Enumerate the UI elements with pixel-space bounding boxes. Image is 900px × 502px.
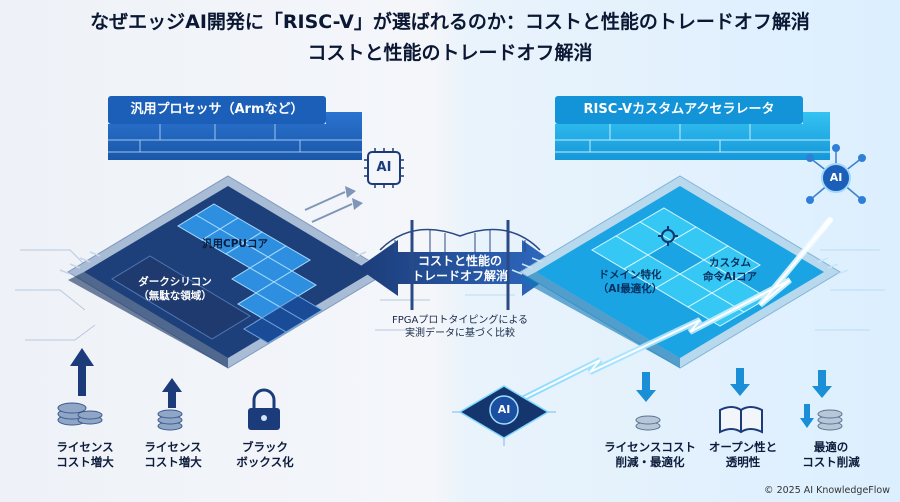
left-ai-badge: AI: [376, 160, 392, 175]
open-book-icon: [719, 368, 763, 434]
main-title: なぜエッジAI開発に「RISC-V」が選ばれるのか：コストと性能のトレードオフ解…: [90, 11, 810, 33]
dark-silicon-label: ダークシリコン （無駄な領域）: [138, 276, 212, 302]
left-chip-core-label: 汎用CPUコア: [202, 238, 268, 250]
right-bottom-label-2: オープン性と 透明性: [708, 440, 778, 469]
domain-specific-label: ドメイン特化 （AI最適化）: [597, 269, 663, 295]
edge-ai-chip: [452, 385, 556, 446]
right-instruction-block: [555, 112, 830, 160]
right-ai-badge: AI: [829, 171, 843, 184]
coins-down-icon: [635, 372, 661, 431]
padlock-icon: [248, 388, 280, 430]
main-subtitle: コストと性能のトレードオフ解消: [307, 42, 593, 64]
bridge-label: コストと性能の トレードオフ解消: [411, 254, 508, 283]
right-bottom-label-1: ライセンスコスト 削減・最適化: [604, 440, 696, 469]
right-ai-network-icon: [806, 144, 866, 204]
coins-up-icon: [57, 348, 103, 426]
bridge-note: FPGAプロトタイピングによる 実測データに基づく比較: [391, 315, 529, 339]
coins-down-icon: [800, 370, 843, 431]
copyright: © 2025 AI KnowledgeFlow: [764, 485, 890, 496]
left-data-arrows: [304, 186, 363, 223]
bridge-arrow: [358, 220, 562, 310]
coins-up-icon: [157, 378, 183, 431]
right-panel-label: RISC-Vカスタムアクセラレータ: [555, 96, 803, 124]
left-instruction-block: [108, 112, 362, 160]
right-bottom-label-3: 最適の コスト削減: [802, 440, 860, 469]
left-bottom-label-2: ライセンス コスト増大: [144, 440, 202, 469]
custom-core-label: カスタム 命令AIコア: [702, 257, 758, 283]
gear-icon: [658, 226, 678, 246]
right-chip: [511, 175, 849, 369]
left-bottom-label-1: ライセンス コスト増大: [56, 440, 114, 469]
lightning-bolt: [517, 217, 833, 403]
left-ai-chip-icon: [364, 148, 404, 188]
left-chip: [59, 175, 397, 369]
left-bottom-label-3: ブラック ボックス化: [236, 440, 294, 469]
left-panel-label: 汎用プロセッサ（Armなど）: [108, 96, 326, 124]
edge-chip-ai-badge: AI: [497, 403, 511, 416]
